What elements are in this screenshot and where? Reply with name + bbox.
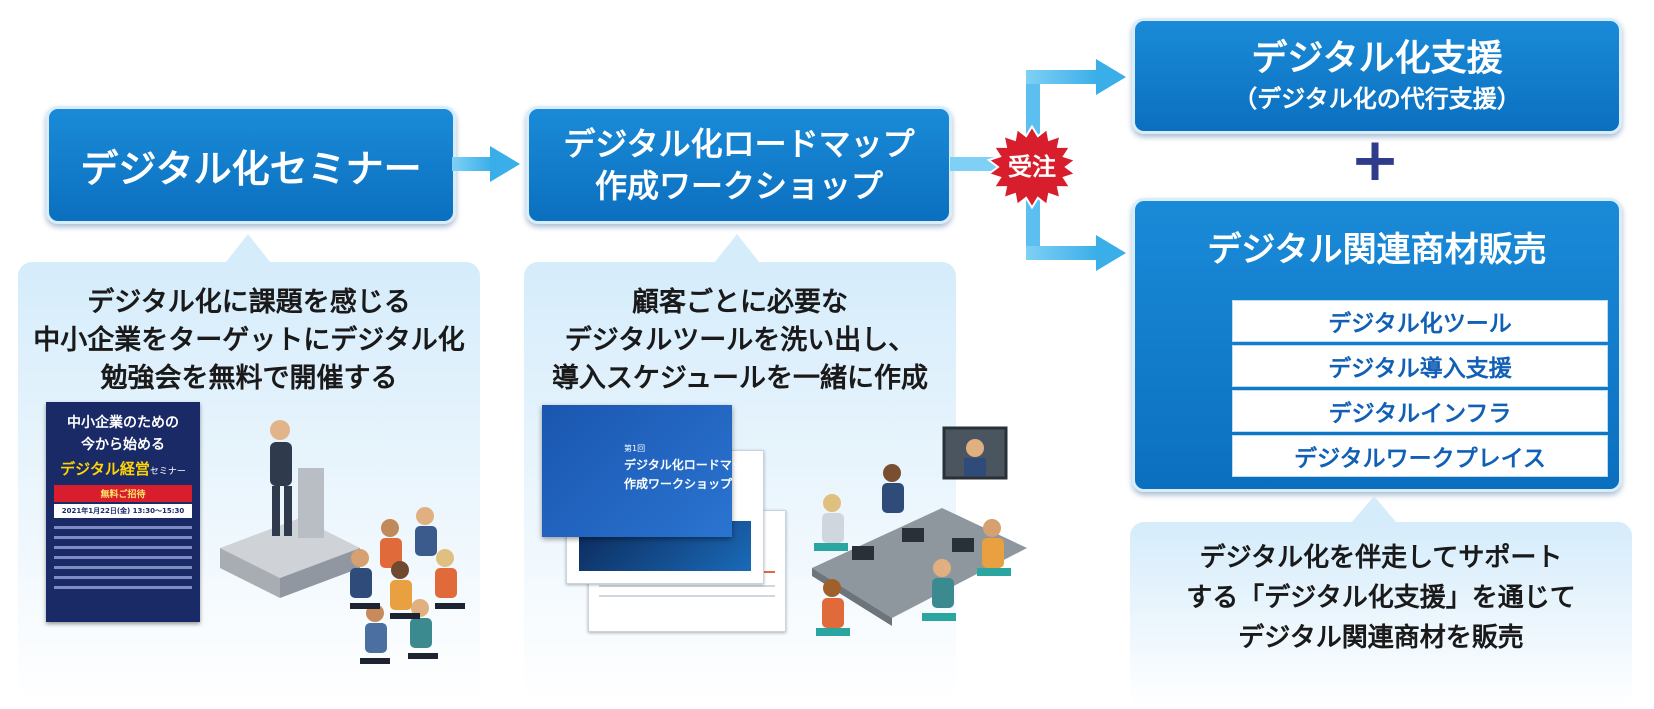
flyer-body-lines <box>54 526 192 589</box>
seminar-box: デジタル化セミナー <box>46 106 456 224</box>
doc-title-line: デジタル化ロードマップ <box>624 458 756 472</box>
order-badge-label: 受注 <box>1008 153 1056 181</box>
flyer-headline-suffix: セミナー <box>149 467 186 477</box>
flyer-headline: デジタル経営 <box>60 460 150 478</box>
sales-item: デジタルワークプレイス <box>1232 435 1608 477</box>
sales-description-bubble: デジタル化を伴走してサポート する「デジタル化支援」を通じて デジタル関連商材を… <box>1130 522 1632 706</box>
sales-title: デジタル関連商材販売 <box>1207 230 1547 270</box>
seminar-desc-line: デジタル化に課題を感じる <box>87 287 411 318</box>
seminar-desc-line: 中小企業をターゲットにデジタル化 <box>33 325 465 356</box>
arrow-branch-top <box>1026 70 1098 84</box>
sales-item: デジタルインフラ <box>1232 390 1608 432</box>
plus-sign: + <box>1349 125 1401 195</box>
workshop-desc-line: 顧客ごとに必要な <box>632 287 848 318</box>
flyer-badge: 無料ご招待 <box>54 485 192 502</box>
sales-desc-line: デジタル化を伴走してサポート <box>1199 543 1563 573</box>
bubble-pointer-1 <box>226 234 270 262</box>
support-subtitle: （デジタル化の代行支援） <box>1233 85 1521 113</box>
arrow-branch-bottom <box>1026 246 1098 260</box>
arrow-head-bottom <box>1096 235 1126 271</box>
seminar-illustration <box>220 420 465 664</box>
arrow-head-1 <box>490 146 520 182</box>
support-title: デジタル化支援 <box>1251 38 1503 79</box>
bubble-pointer-2 <box>715 234 759 262</box>
flyer-line: 中小企業のための <box>67 415 179 431</box>
flyer-date: 2021年1月22日(金) 13:30～15:30 <box>54 504 192 518</box>
sales-desc-line: する「デジタル化支援」を通じて <box>1186 583 1576 613</box>
workshop-title-line: デジタル化ロードマップ <box>563 125 915 163</box>
digital-support-box: デジタル化支援 （デジタル化の代行支援） <box>1132 18 1622 134</box>
arrow-seminar-to-workshop <box>452 157 492 171</box>
seminar-desc-line: 勉強会を無料で開催する <box>100 363 398 394</box>
workshop-desc-line: デジタルツールを洗い出し、 <box>564 325 916 356</box>
workshop-doc-cover: 第1回 デジタル化ロードマップ 作成ワークショップ <box>542 405 756 537</box>
workshop-title-line: 作成ワークショップ <box>594 167 883 205</box>
seminar-flyer-image: 中小企業のための 今から始める デジタル経営セミナー 無料ご招待 2021年1月… <box>46 402 200 622</box>
sales-desc-line: デジタル関連商材を販売 <box>1238 623 1524 653</box>
workshop-desc-line: 導入スケジュールを一緒に作成 <box>551 363 929 394</box>
order-starburst-badge <box>986 124 1078 210</box>
sales-item: デジタル化ツール <box>1232 300 1608 342</box>
bubble-pointer-3 <box>1352 496 1396 522</box>
doc-small-label: 第1回 <box>624 444 646 453</box>
sales-item: デジタル導入支援 <box>1232 345 1608 387</box>
arrow-head-top <box>1096 59 1126 95</box>
workshop-box: デジタル化ロードマップ 作成ワークショップ <box>526 106 952 224</box>
flyer-line: 今から始める <box>81 437 165 453</box>
seminar-title: デジタル化セミナー <box>80 146 422 191</box>
meeting-illustration <box>812 426 1027 636</box>
doc-title-line: 作成ワークショップ <box>624 477 733 491</box>
